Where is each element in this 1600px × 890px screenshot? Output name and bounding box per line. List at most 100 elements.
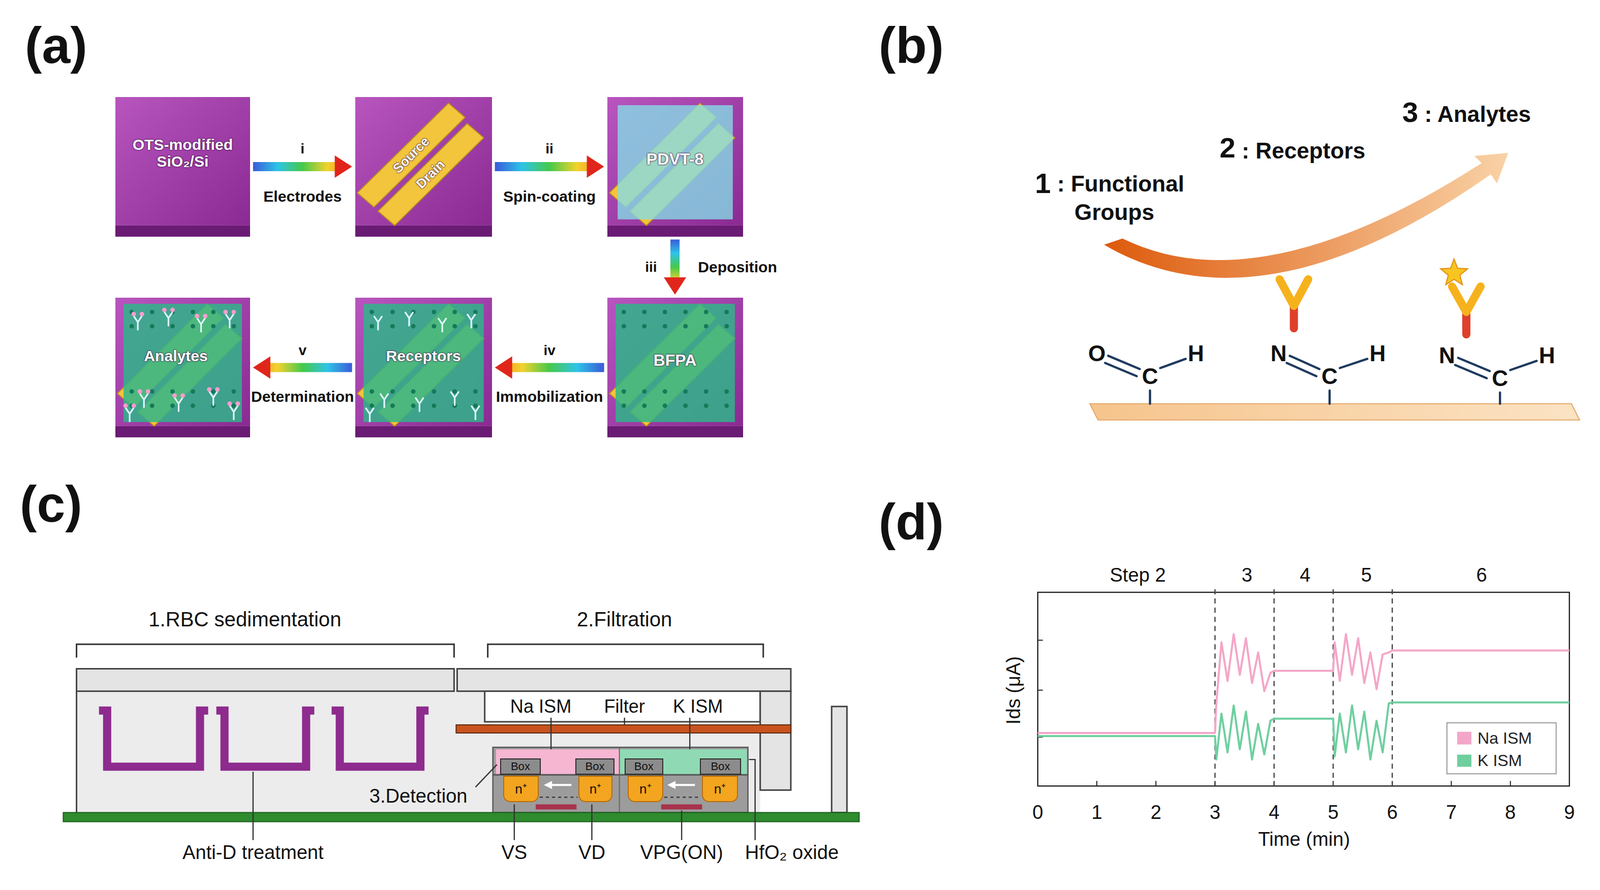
tile-illustration (133, 316, 142, 331)
step-label: Deposition (697, 258, 778, 276)
tile-illustration (683, 403, 688, 409)
data-line (1037, 634, 1570, 760)
axis-title: Ids (μA) (1002, 656, 1025, 725)
sensor-chip (664, 796, 701, 798)
tile-illustration (662, 324, 667, 329)
tile-illustration (164, 312, 173, 327)
tile-illustration (410, 324, 416, 329)
tile-illustration (214, 387, 220, 392)
device-housing (760, 691, 791, 791)
tile-illustration (404, 312, 413, 327)
device-housing (75, 691, 78, 814)
tile-illustration (641, 389, 647, 394)
n-plus-region: n⁺ (627, 776, 664, 803)
tile-illustration (473, 403, 478, 409)
atom-symbol: H (1187, 341, 1205, 367)
leader-line (749, 759, 756, 841)
section-bracket (76, 644, 455, 658)
device-housing (831, 706, 847, 814)
leader-line (252, 772, 254, 841)
tile-illustration (190, 324, 196, 329)
tile-illustration (410, 389, 416, 394)
arrow-head (334, 155, 353, 178)
stage-text: : Receptors (1241, 138, 1366, 165)
axis-tick: 0 (1032, 802, 1043, 825)
tile-illustration (355, 97, 492, 237)
tile-illustration (473, 310, 478, 315)
tile-illustration (210, 324, 216, 329)
part-label: Anti-D treatment (182, 841, 324, 865)
tile-illustration (190, 403, 196, 409)
tile-illustration (170, 403, 175, 409)
atom-symbol: N (1270, 341, 1287, 367)
section-bracket (76, 644, 764, 658)
tile-illustration (641, 310, 647, 315)
node-text: PDVT-8 (646, 150, 704, 169)
legend-entry: K ISM (1457, 751, 1523, 771)
axis-tick: 4 (1268, 802, 1280, 825)
pin-label: VD (578, 841, 606, 865)
tile-illustration (369, 389, 375, 394)
tile-illustration (607, 426, 744, 438)
node-text: Box (585, 760, 605, 774)
leader-line (689, 718, 691, 750)
arrow-shaft (670, 239, 680, 279)
sensor-chip (667, 781, 676, 790)
tile-illustration (149, 324, 155, 329)
tile-illustration (724, 403, 729, 409)
tile-illustration (129, 324, 135, 329)
tile-illustration (139, 312, 145, 317)
tile-illustration (724, 310, 729, 315)
part-label: K ISM (672, 696, 723, 718)
step-numeral: i (300, 140, 305, 158)
node-text: n⁺ (514, 782, 528, 797)
analyte-star (1440, 259, 1468, 286)
tile-illustration (355, 225, 492, 237)
tile-illustration (390, 324, 395, 329)
base-plate (63, 812, 859, 822)
axis-tick: 1 (1091, 802, 1102, 825)
tile-illustration (129, 389, 135, 394)
node-text: n⁺ (639, 782, 652, 797)
legend-text: Na ISM (1477, 728, 1532, 748)
panel-label: (c) (19, 475, 83, 535)
chemical-bond (1510, 360, 1537, 371)
tile-illustration (227, 401, 232, 407)
arrow-head (663, 277, 687, 295)
chart-frame (1096, 781, 1098, 787)
tile-illustration (363, 303, 484, 423)
tile-illustration (683, 324, 688, 329)
tile-illustration (641, 324, 647, 329)
panel-label: (b) (878, 16, 944, 76)
tile-illustration (373, 316, 382, 331)
arrow-shaft (269, 362, 353, 373)
chart-frame (1037, 592, 1570, 787)
tile-illustration (683, 310, 688, 315)
tile-illustration (438, 318, 447, 333)
atom-symbol: H (1369, 341, 1386, 367)
step-label: 4 (1299, 564, 1311, 587)
leader-line (513, 804, 515, 841)
anti-d-well (331, 711, 429, 767)
tile-illustration (172, 393, 177, 398)
tile-illustration (115, 225, 251, 237)
chemical-bond (1104, 355, 1537, 404)
tile-illustration (225, 314, 234, 329)
axis-title: Time (min) (1257, 828, 1350, 851)
sensor-chip (674, 784, 695, 787)
axis-tick: 6 (1387, 802, 1398, 825)
leader-line (253, 718, 756, 841)
tile-illustration (703, 389, 709, 394)
tile-illustration (145, 389, 151, 394)
base-plate (63, 812, 859, 822)
tile-illustration (202, 314, 208, 319)
atom-symbol: H (1539, 343, 1556, 369)
stage-number: 1 (1034, 167, 1051, 201)
anti-d-well (99, 711, 429, 767)
tile-illustration (471, 406, 480, 421)
chart-frame (1037, 592, 1570, 787)
tile-illustration (355, 297, 492, 427)
stage-text: : Functional Groups (1057, 169, 1228, 226)
tile-illustration (125, 408, 134, 423)
step-divider (1332, 589, 1334, 787)
